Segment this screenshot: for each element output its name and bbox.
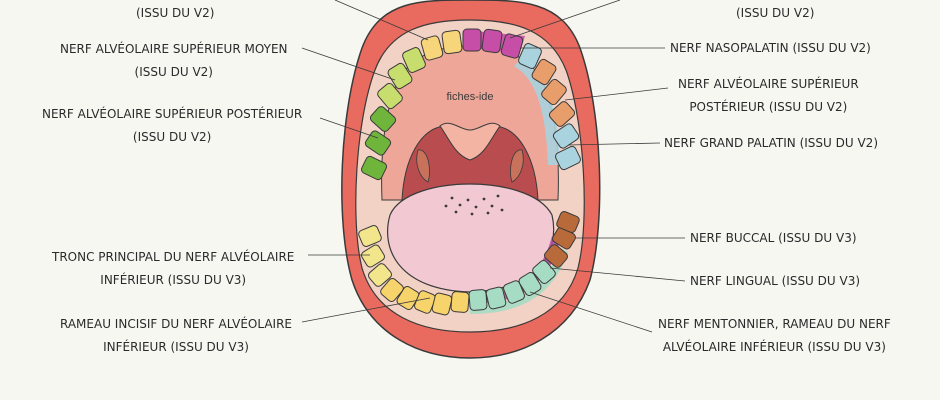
label-lingual: NERF LINGUAL (ISSU DU V3) (690, 270, 860, 293)
tooth (555, 145, 581, 171)
label-line: NERF NASOPALATIN (ISSU DU V2) (670, 41, 871, 55)
uvula (439, 122, 501, 161)
right-tonsil (510, 149, 524, 183)
label-line: NERF BUCCAL (ISSU DU V3) (690, 231, 857, 245)
leader-lingual (549, 267, 686, 282)
tooth (431, 292, 453, 316)
tooth (500, 33, 524, 59)
tooth (361, 244, 385, 268)
leader-alv-sup-post-right (564, 87, 669, 101)
tooth (485, 286, 507, 310)
tooth (420, 35, 444, 61)
tooth (481, 28, 503, 54)
tooth (441, 29, 463, 55)
tongue (386, 183, 555, 293)
label-top-right-tail: (ISSU DU V2) (736, 2, 814, 25)
label-alv-sup-post: NERF ALVÉOLAIRE SUPÉRIEUR POSTÉRIEUR (IS… (42, 103, 302, 149)
grand-palatin-zone (514, 60, 560, 165)
tooth (548, 101, 576, 127)
tooth (544, 244, 568, 268)
label-line: NERF LINGUAL (ISSU DU V3) (690, 274, 861, 288)
lower-teeth (358, 211, 580, 316)
tooth (518, 43, 542, 69)
tooth (556, 211, 580, 233)
leader-alv-sup-post (319, 117, 379, 139)
tooth (541, 78, 567, 106)
tooth (503, 280, 525, 304)
tooth (361, 155, 387, 181)
label-line: NERF MENTONNIER, RAMEAU DU NERF (658, 317, 891, 331)
label-grand-palatin: NERF GRAND PALATIN (ISSU DU V2) (664, 132, 878, 155)
tooth (358, 225, 382, 247)
label-line: RAMEAU INCISIF DU NERF ALVÉOLAIRE (60, 317, 293, 331)
label-line: INFÉRIEUR (ISSU DU V3) (103, 340, 249, 354)
tooth (531, 58, 557, 86)
leader-alv-sup-moyen (301, 47, 396, 81)
tooth (462, 28, 482, 52)
tooth (387, 62, 413, 90)
label-rameau-incisif: RAMEAU INCISIF DU NERF ALVÉOLAIRE INFÉRI… (60, 313, 292, 359)
label-top-left-tail: (ISSU DU V2) (136, 2, 214, 25)
label-line: NERF GRAND PALATIN (ISSU DU V2) (664, 136, 878, 150)
label-line: POSTÉRIEUR (ISSU DU V2) (689, 100, 848, 114)
tooth (369, 106, 397, 132)
label-line: ALVÉOLAIRE INFÉRIEUR (ISSU DU V3) (662, 340, 886, 354)
leader-top-left (334, 0, 429, 41)
left-tonsil (416, 149, 430, 183)
label-line: TRONC PRINCIPAL DU NERF ALVÉOLAIRE (52, 250, 295, 264)
tooth (552, 123, 580, 149)
leader-rameau (301, 297, 431, 323)
label-tronc-alv-inf: TRONC PRINCIPAL DU NERF ALVÉOLAIRE INFÉR… (52, 246, 294, 292)
label-line: (ISSU DU V2) (134, 65, 213, 79)
label-line: INFÉRIEUR (ISSU DU V3) (100, 273, 247, 287)
tooth (450, 291, 470, 313)
tooth (364, 130, 392, 156)
label-line: NERF ALVÉOLAIRE SUPÉRIEUR POSTÉRIEUR (42, 107, 303, 121)
label-mentonnier: NERF MENTONNIER, RAMEAU DU NERF ALVÉOLAI… (658, 313, 891, 359)
watermark-text: fiches-ide (446, 91, 493, 103)
upper-teeth (361, 28, 581, 181)
label-line: (ISSU DU V2) (136, 6, 215, 20)
tooth (380, 278, 404, 302)
tooth (468, 289, 488, 311)
label-nasopalatin: NERF NASOPALATIN (ISSU DU V2) (670, 37, 871, 60)
label-line: (ISSU DU V2) (132, 130, 212, 144)
label-line: NERF ALVÉOLAIRE SUPÉRIEUR MOYEN (60, 42, 288, 56)
tooth (377, 82, 403, 110)
leader-mentonnier (529, 291, 653, 333)
leader-lines (301, 0, 686, 333)
label-line: (ISSU DU V2) (736, 6, 815, 20)
tooth (518, 272, 542, 296)
leader-top-right (509, 0, 621, 39)
tooth (532, 260, 556, 284)
label-line: NERF ALVÉOLAIRE SUPÉRIEUR (678, 77, 859, 91)
tooth (402, 47, 426, 73)
tongue-papillae (444, 194, 504, 216)
label-buccal: NERF BUCCAL (ISSU DU V3) (690, 227, 857, 250)
label-alv-sup-post-right: NERF ALVÉOLAIRE SUPÉRIEUR POSTÉRIEUR (IS… (678, 73, 859, 119)
tooth (368, 263, 392, 287)
leader-grand-palatin (567, 142, 661, 146)
label-alv-sup-moyen: NERF ALVÉOLAIRE SUPÉRIEUR MOYEN (ISSU DU… (60, 38, 288, 84)
